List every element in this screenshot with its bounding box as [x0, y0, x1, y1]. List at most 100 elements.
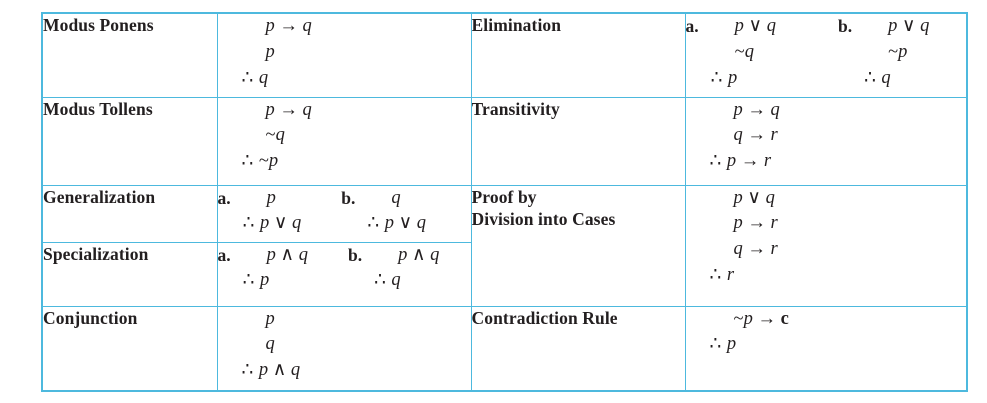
therefore-symbol: ∴ [241, 67, 255, 88]
conclusion: ∴ p ∨ q [367, 213, 426, 234]
therefore-symbol: ∴ [864, 67, 877, 88]
argument: p → q p ∴ q [242, 14, 312, 92]
premise: ~p → c [733, 308, 789, 329]
therefore-symbol: ∴ [242, 270, 256, 291]
therefore-symbol: ∴ [709, 151, 723, 172]
rule-name-text: Specialization [43, 243, 149, 264]
premise: ~q [265, 125, 285, 146]
argument: q ∴ p ∨ q [367, 186, 426, 237]
argument-form-a: a.p ∨ q~q∴ p [686, 14, 776, 92]
argument-form-b: b. p ∨ q~p∴ q [838, 14, 929, 92]
rule-name-cell-modus-ponens: Modus Ponens [41, 12, 218, 98]
premise: p [265, 308, 275, 329]
therefore-symbol: ∴ [242, 213, 256, 234]
premise: p → q [265, 99, 312, 120]
rule-forms-cell-modus-tollens: p → q ~q ∴ ~p [216, 96, 472, 186]
argument: p ∨ q~q∴ p [711, 14, 776, 92]
argument-form-a: a.p ∧ q∴ p [217, 243, 308, 294]
premise: p ∨ q [733, 187, 775, 208]
premise: ~q [734, 41, 754, 62]
premise: p ∧ q [266, 244, 308, 265]
rule-forms-cell-modus-ponens: p → q p ∴ q [216, 12, 472, 98]
rule-name-cell-conjunction: Conjunction [41, 305, 218, 392]
rule-name-text: Transitivity [471, 98, 560, 119]
rule-name-text: Elimination [471, 15, 562, 35]
argument-forms: ~p → c ∴ p [686, 307, 966, 358]
argument: p ∴ p ∨ q [242, 186, 302, 237]
argument: p ∨ q~p∴ q [864, 14, 929, 92]
argument-forms: a. p ∴ p ∨ q b. q ∴ p ∨ q [217, 186, 470, 237]
premise: q [391, 187, 401, 208]
form-variant-label: b. [347, 244, 363, 265]
rule-name-cell-elimination: Elimination [470, 12, 686, 98]
rule-name-text: Conjunction [43, 307, 138, 328]
form-variant-label: a. [217, 187, 231, 208]
form-variant-label: a. [685, 16, 699, 36]
form-variant-label: a. [217, 244, 231, 265]
argument-forms: p → q ~q ∴ ~p [218, 98, 470, 175]
premise: p [265, 41, 275, 62]
premise: q → r [733, 239, 778, 260]
rule-name-cell-transitivity: Transitivity [470, 96, 686, 186]
rule-name-cell-generalization: Generalization [41, 184, 218, 243]
premise: p [266, 187, 276, 208]
premise: p → q [265, 16, 312, 36]
form-variant-label: b. [341, 187, 356, 208]
rule-name-text: Contradiction Rule [471, 307, 618, 328]
argument: p ∧ q∴ q [374, 243, 439, 294]
rules-of-inference-table: Modus Ponens p → q p ∴ q Elimination a. p ∨… [41, 12, 968, 392]
rule-name-text: Proof by [471, 186, 537, 207]
argument-form: p → q ~q ∴ ~p [241, 98, 312, 175]
rule-name-text: Generalization [43, 186, 156, 207]
therefore-symbol: ∴ [710, 67, 724, 88]
argument-forms: p → q p ∴ q [218, 14, 470, 92]
premise: p → r [733, 213, 778, 234]
argument: p ∧ q∴ p [242, 243, 308, 294]
rule-name-cell-proof-by-division-into-cases: Proof by Division into Cases [470, 184, 686, 307]
argument-form-a: a. p ∴ p ∨ q [217, 186, 302, 237]
rule-name-text: Modus Tollens [43, 98, 153, 119]
conclusion: ∴ ~p [241, 151, 279, 172]
conclusion: ∴ p → r [709, 151, 772, 172]
premise: q [265, 334, 275, 355]
rule-forms-cell-contradiction-rule: ~p → c ∴ p [684, 305, 968, 392]
argument: p → q ~q ∴ ~p [241, 98, 312, 175]
premise: p ∨ q [734, 16, 776, 36]
table-row: Modus Tollens p → q ~q ∴ ~p Transitivity p… [41, 96, 968, 186]
conclusion: ∴ q [241, 67, 269, 88]
argument-form-b: b. q ∴ p ∨ q [341, 186, 426, 237]
rule-name-cell-specialization: Specialization [41, 241, 218, 307]
conclusion: ∴ p [709, 334, 737, 355]
argument: ~p → c ∴ p [709, 307, 789, 358]
conclusion: ∴ q [374, 270, 401, 291]
therefore-symbol: ∴ [241, 151, 255, 172]
rule-name-cell-contradiction-rule: Contradiction Rule [470, 305, 686, 392]
therefore-symbol: ∴ [241, 360, 255, 381]
rule-name-text: Modus Ponens [43, 15, 154, 35]
conclusion: ∴ q [864, 67, 891, 88]
argument-form-b: b. p ∧ q∴ q [347, 243, 439, 294]
rule-forms-cell-generalization: a. p ∴ p ∨ q b. q ∴ p ∨ q [216, 184, 472, 243]
premise: p ∨ q [888, 16, 930, 36]
rule-name-text-line2: Division into Cases [471, 209, 616, 230]
conclusion: ∴ p ∨ q [242, 213, 302, 234]
form-variant-label: b. [837, 16, 853, 36]
argument-form: ~p → c ∴ p [709, 307, 789, 358]
